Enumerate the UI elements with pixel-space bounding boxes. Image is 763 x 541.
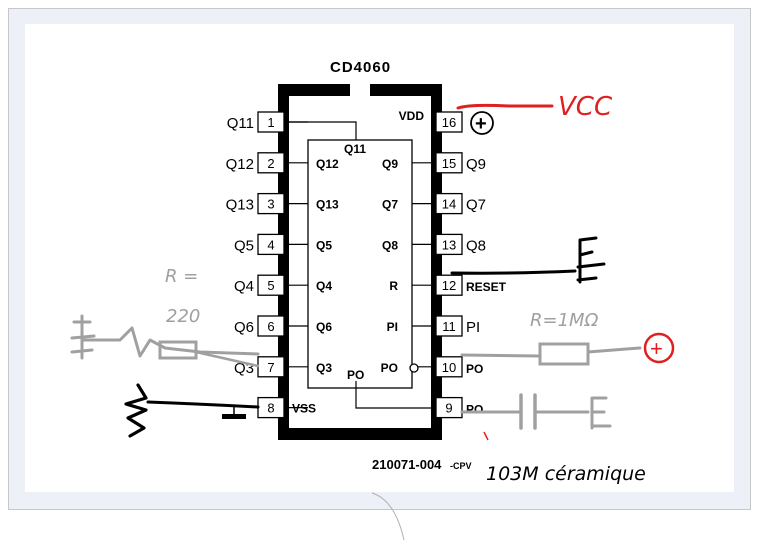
pin10-inversion-bubble — [409, 363, 419, 373]
right-pin-box-10 — [435, 356, 463, 378]
left-pin-number-2: 2 — [267, 156, 274, 171]
right-pin-box-13 — [435, 233, 463, 256]
right-pin-number-12: 12 — [442, 278, 456, 293]
left-pin-box-2 — [257, 152, 285, 174]
left-pin-number-5: 5 — [267, 278, 274, 293]
vss-ground-bar — [222, 414, 246, 419]
right-pin-inner-label-15: Q9 — [382, 157, 398, 171]
vss-ground-icon — [124, 383, 148, 438]
reset-ground-icon — [576, 236, 606, 284]
left-pin-outer-label-2: Q12 — [226, 156, 254, 173]
left-pin-number-3: 3 — [267, 197, 274, 212]
right-pin-box-12 — [435, 274, 463, 296]
right-pin-box-9 — [435, 396, 463, 419]
chip-logic-block — [307, 139, 413, 389]
right-pin-outer-label-11: PI — [466, 319, 480, 336]
left-pin-number-4: 4 — [267, 237, 274, 252]
left-pin-inner-label-7: Q3 — [316, 361, 332, 375]
left-pin-inner-label-2: Q12 — [316, 157, 339, 171]
chip-title: CD4060 — [330, 59, 391, 76]
right-red-plus-sign: + — [650, 336, 663, 361]
inner-label-po-bottom: PO — [347, 368, 364, 382]
left-gray-drop — [194, 350, 260, 368]
r220-label-line1: R = — [165, 266, 198, 287]
vdd-plus-circle — [470, 111, 494, 135]
left-pin-inner-label-3: Q13 — [316, 198, 339, 212]
chip-inner — [289, 96, 431, 428]
right-pin-inner-label-12: R — [389, 279, 398, 293]
r1m-label: R=1MΩ — [530, 310, 599, 331]
left-pin-box-1 — [257, 111, 285, 133]
red-tick-mark — [483, 431, 489, 441]
right-pin-box-11 — [435, 315, 463, 337]
right-gray-resistor — [538, 342, 590, 366]
vcc-wire — [456, 103, 554, 110]
r220-label-line2: 220 — [166, 306, 200, 327]
left-pin-outer-label-4: Q5 — [234, 237, 254, 254]
right-pin-number-13: 13 — [442, 237, 456, 252]
reset-wire — [450, 269, 577, 275]
left-pin-box-5 — [257, 274, 285, 296]
left-pin-box-4 — [257, 233, 285, 256]
chip-code: 210071-004 — [372, 457, 442, 472]
right-pin-number-14: 14 — [442, 197, 456, 212]
stray-scribble — [371, 492, 405, 541]
vss-wire — [146, 400, 260, 409]
right-pin-inner-label-10: PO — [381, 361, 398, 375]
right-pin-box-15 — [435, 152, 463, 174]
right-pin-outer-label-15: Q9 — [466, 156, 486, 173]
right-pin-inner-label-16: VDD — [399, 109, 425, 123]
left-pin-number-1: 1 — [267, 115, 274, 130]
capacitor-note: 103M céramique — [486, 463, 646, 485]
right-red-plus-circle — [643, 332, 675, 364]
inner-label-q11-top: Q11 — [344, 142, 366, 156]
right-pin-outer-label-9: PO — [466, 403, 483, 417]
right-pin-inner-label-13: Q8 — [382, 238, 398, 252]
right-pin-outer-label-13: Q8 — [466, 237, 486, 254]
vdd-plus-sign: + — [475, 113, 487, 135]
chip-code-suffix: -CPV — [450, 461, 472, 471]
pin1-route — [289, 121, 357, 140]
left-pin-outer-label-3: Q13 — [226, 197, 254, 214]
left-pin-inner-label-5: Q4 — [316, 279, 332, 293]
left-pin-outer-label-1: Q11 — [227, 115, 254, 132]
right-pin-box-16 — [435, 111, 463, 133]
right-pin-number-11: 11 — [442, 319, 456, 334]
right-pin-number-16: 16 — [442, 115, 456, 130]
right-pin-inner-label-14: Q7 — [382, 198, 398, 212]
right-gray-wire — [460, 346, 642, 358]
right-pin-box-14 — [435, 192, 463, 215]
right-pin-inner-label-11: PI — [387, 320, 398, 334]
right-pin-number-9: 9 — [445, 401, 452, 416]
left-pin-inner-label-8: VSS — [292, 402, 316, 416]
left-pin-inner-label-6: Q6 — [316, 320, 332, 334]
right-gray-capacitor — [519, 393, 537, 430]
left-pin-outer-label-6: Q6 — [234, 319, 254, 336]
pin9-route — [355, 381, 431, 409]
left-pin-number-6: 6 — [267, 319, 274, 334]
left-pin-box-6 — [257, 315, 285, 337]
right-pin-number-10: 10 — [442, 360, 456, 375]
left-pin-number-8: 8 — [267, 401, 274, 416]
left-gray-wire — [82, 326, 260, 358]
left-gray-resistor — [158, 340, 198, 360]
right-pin-outer-label-12: RESET — [466, 280, 507, 294]
right-gray-ground-icon — [590, 396, 612, 430]
left-pin-inner-label-4: Q5 — [316, 238, 332, 252]
left-pin-outer-label-5: Q4 — [234, 278, 254, 295]
vcc-label: VCC — [558, 92, 613, 122]
right-pin-number-15: 15 — [442, 156, 456, 171]
right-pin-outer-label-10: PO — [466, 362, 483, 376]
left-pin-box-3 — [257, 192, 285, 215]
left-pin-number-7: 7 — [267, 360, 274, 375]
right-pin-outer-label-14: Q7 — [466, 197, 486, 214]
left-gray-ground-icon — [70, 314, 96, 360]
